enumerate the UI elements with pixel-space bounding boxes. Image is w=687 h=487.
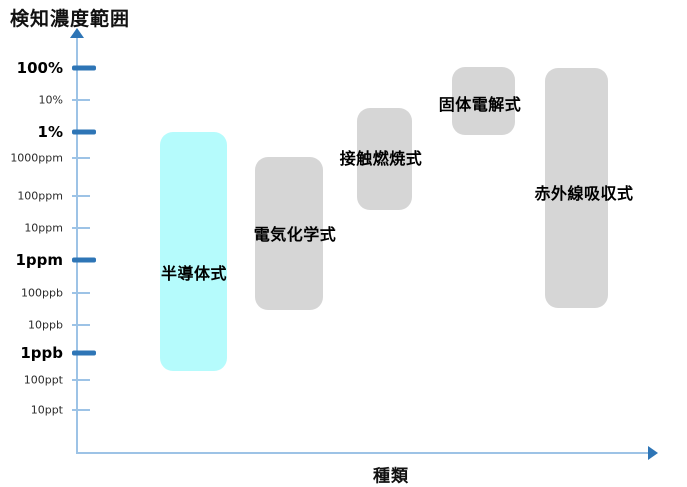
y-tick-label-100ppt: 100ppt <box>23 373 63 387</box>
bar-label-solid-electrolyte: 固体電解式 <box>438 95 522 114</box>
x-axis-arrow-icon <box>648 446 658 460</box>
bar-label-catalytic-combustion: 接触燃焼式 <box>339 149 423 168</box>
y-tick-mark-10ppb <box>72 324 90 326</box>
y-tick-label-100ppm: 100ppm <box>17 189 63 203</box>
bar-label-infrared-absorption: 赤外線吸収式 <box>534 184 634 203</box>
y-tick-mark-1000ppm <box>72 157 90 159</box>
y-tick-mark-100ppt <box>72 379 90 381</box>
bar-label-electrochemical: 電気化学式 <box>253 225 337 244</box>
y-tick-mark-100% <box>72 65 96 71</box>
bar-label-semiconductor: 半導体式 <box>160 264 228 283</box>
range-bar-infrared-absorption <box>545 68 608 308</box>
y-tick-mark-100ppb <box>72 292 90 294</box>
x-axis-label: 種類 <box>373 466 409 487</box>
y-axis-line <box>76 38 78 453</box>
chart-title: 検知濃度範囲 <box>10 8 131 30</box>
y-tick-label-10ppt: 10ppt <box>30 403 63 417</box>
y-tick-label-10ppb: 10ppb <box>28 318 63 332</box>
range-bar-electrochemical <box>255 157 323 310</box>
y-tick-label-10%: 10% <box>38 93 63 107</box>
y-tick-mark-1ppm <box>72 257 96 263</box>
y-tick-mark-1% <box>72 129 96 135</box>
range-bar-catalytic-combustion <box>357 108 412 210</box>
y-tick-label-100ppb: 100ppb <box>21 286 63 300</box>
y-tick-label-10ppm: 10ppm <box>24 221 63 235</box>
y-tick-label-1ppm: 1ppm <box>15 251 63 269</box>
range-bar-solid-electrolyte <box>452 67 515 135</box>
y-tick-mark-10ppm <box>72 227 90 229</box>
y-tick-mark-10% <box>72 99 90 101</box>
y-tick-mark-100ppm <box>72 195 90 197</box>
y-tick-label-1%: 1% <box>37 123 63 141</box>
y-tick-label-100%: 100% <box>16 59 63 77</box>
y-tick-mark-10ppt <box>72 409 90 411</box>
range-bar-semiconductor <box>160 132 227 371</box>
y-axis-arrow-icon <box>70 28 84 38</box>
y-tick-mark-1ppb <box>72 350 96 356</box>
y-tick-label-1ppb: 1ppb <box>20 344 63 362</box>
x-axis-line <box>76 452 650 454</box>
y-tick-label-1000ppm: 1000ppm <box>10 151 63 165</box>
